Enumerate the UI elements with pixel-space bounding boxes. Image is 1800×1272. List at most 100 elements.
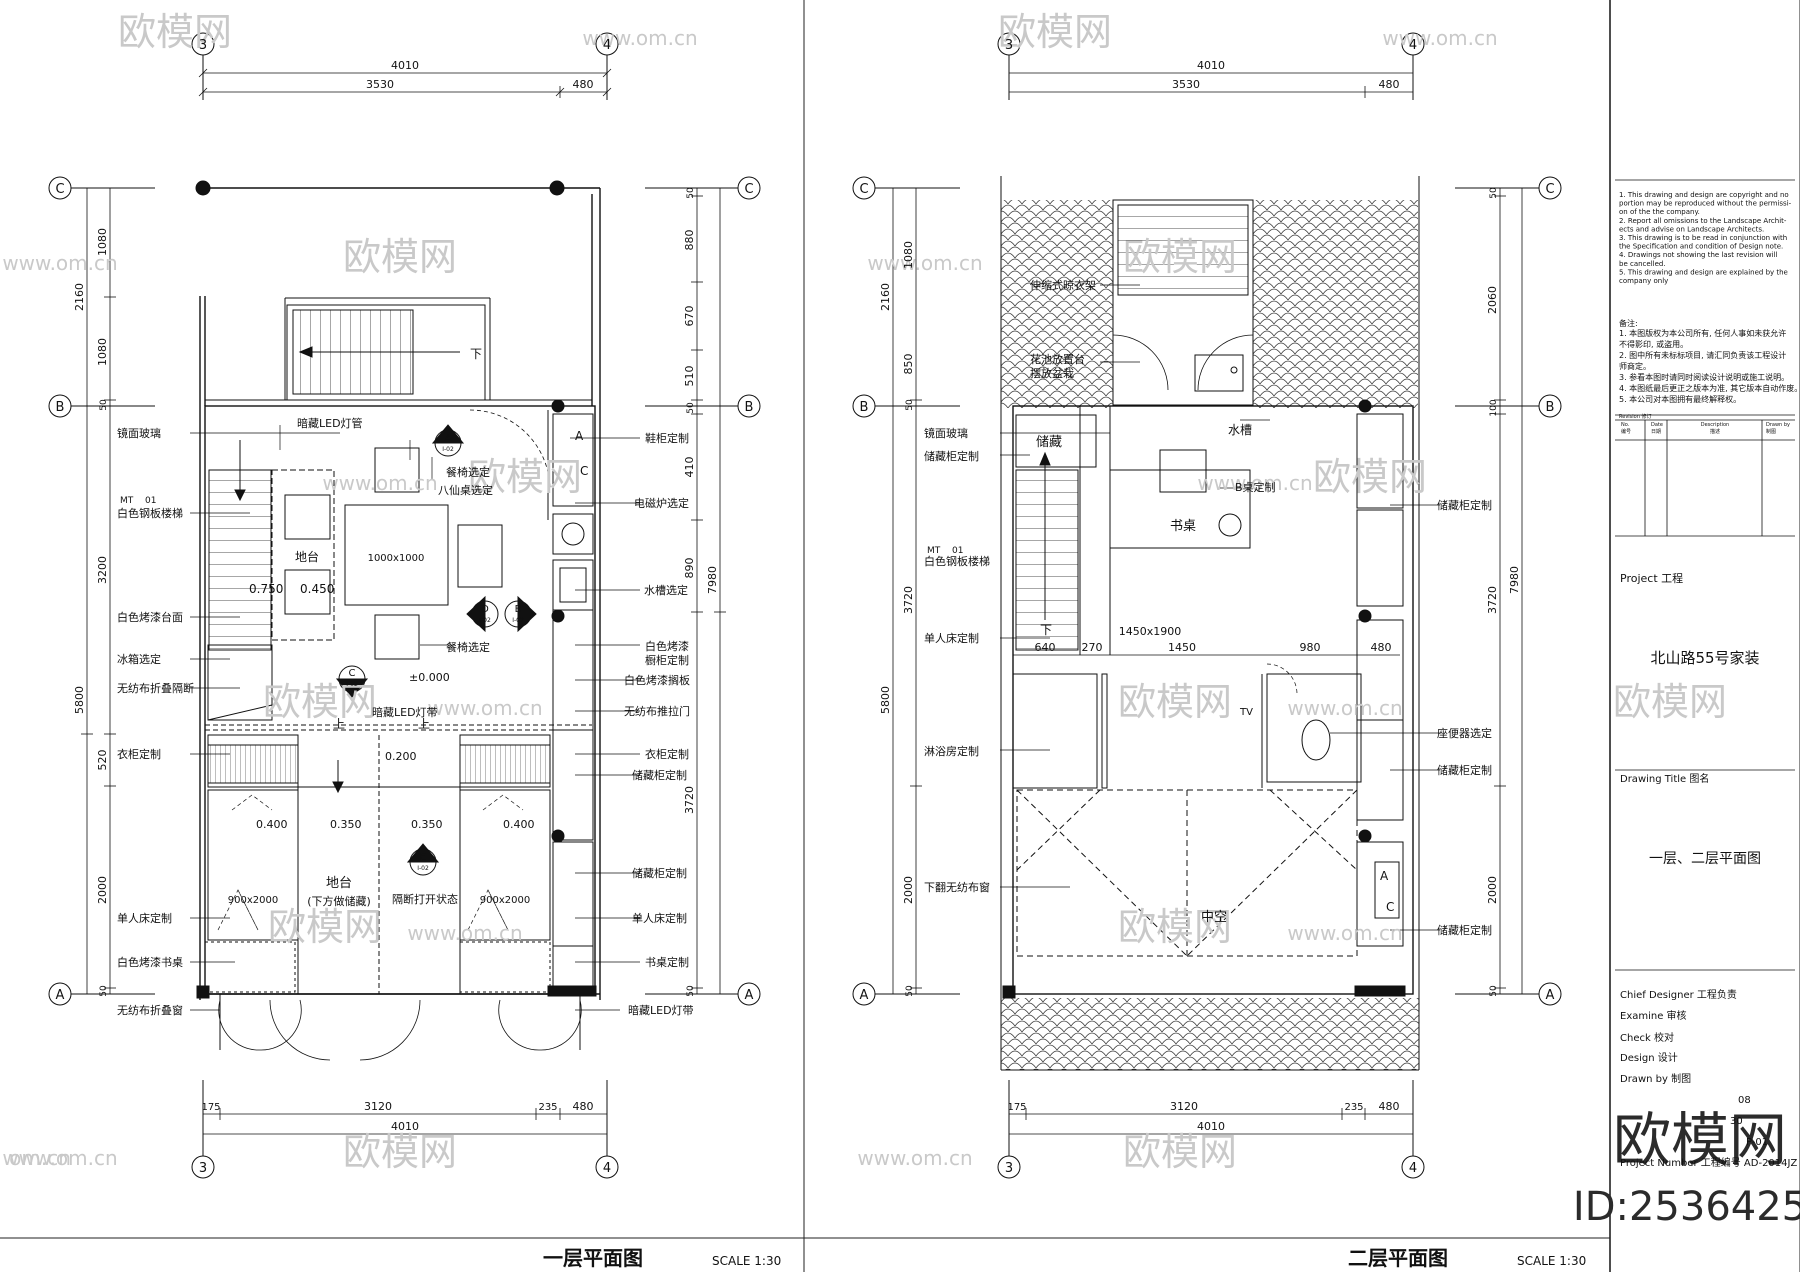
dim: 235 xyxy=(538,1102,557,1113)
plan2-dims-bot_b: 3120 xyxy=(1170,1100,1198,1113)
plan1-labels-chair2: 餐椅选定 xyxy=(446,640,490,654)
watermark-brand: 欧模网 xyxy=(343,1130,457,1174)
plan1-title: 一层平面图 xyxy=(543,1246,643,1270)
note-en-line: 3. This drawing is to be read in conjunc… xyxy=(1619,234,1787,242)
leaders-2 xyxy=(1000,284,1440,931)
plan1-labels-tag_sub: I-02 xyxy=(417,865,429,872)
plan1-labels-slide_door: 无纺布推拉门 xyxy=(624,704,690,718)
plan2-labels-planter2: 摆放盆栽 xyxy=(1030,366,1074,380)
plan1-labels-mt_num: 01 xyxy=(145,496,156,506)
plan2-labels-desk: 书桌 xyxy=(1170,519,1196,534)
note-cn-line: 3. 参看本图时请同时阅读设计说明或施工说明。 xyxy=(1619,372,1789,382)
note-cn-line: 师商定。 xyxy=(1619,361,1651,371)
watermark-url: www.om.cn xyxy=(322,471,437,495)
plan2-labels-down: 下 xyxy=(1040,623,1052,637)
titleblock-rev_date: Date xyxy=(1651,422,1663,428)
plan2-labels-cab_a: A xyxy=(1380,869,1389,883)
watermark-brand: 欧模网 xyxy=(1123,1130,1237,1174)
plan-first-floor xyxy=(48,32,761,1179)
walls xyxy=(199,187,601,1000)
dim: 3530 xyxy=(366,78,394,91)
plan1-labels-partition_open: 隔断打开状态 xyxy=(392,892,458,906)
plan2-labels-storage_cab: 储藏柜定制 xyxy=(924,449,979,463)
titleblock-drawing_title_label: Drawing Title 图名 xyxy=(1620,772,1709,785)
watermark-id: ID:2536425 xyxy=(1573,1184,1800,1230)
plan1-labels-cab1: 白色烤漆 xyxy=(645,639,689,653)
watermark-url: www.om.cn xyxy=(867,251,982,275)
dims-top xyxy=(198,68,612,98)
titleblock-rev_drawn_cn: 制图 xyxy=(1766,428,1776,435)
note-en-line: 1. This drawing and design are copyright… xyxy=(1619,191,1789,199)
dim: 1080 xyxy=(96,338,109,366)
plan1-labels-platform: 地台 xyxy=(295,549,319,564)
plan2-labels-storage_r1: 储藏柜定制 xyxy=(1437,498,1492,512)
plan2-labels-shower: 淋浴房定制 xyxy=(924,744,979,758)
plan1-labels-table: 八仙桌选定 xyxy=(438,483,493,497)
plan1-labels-tag_c: C xyxy=(349,668,356,679)
plan2-dims-left_2160: 2160 xyxy=(879,283,892,311)
note-cn-line: 4. 本图纸最后更正之版本为准, 其它版本自动作废。 xyxy=(1619,383,1800,393)
note-en-line: the Specification and condition of Desig… xyxy=(1619,243,1783,251)
plan1-labels-desk_r: 书桌定制 xyxy=(645,955,689,969)
watermark-url: www.om.cn xyxy=(857,1146,972,1170)
dim: 50 xyxy=(686,985,696,997)
dim: 2000 xyxy=(96,876,109,904)
plan1-labels-single_bed_l: 单人床定制 xyxy=(117,911,172,925)
grid-label: B xyxy=(56,400,65,415)
plan2-dims-bot_a: 175 xyxy=(1007,1102,1026,1113)
watermark-brand: 欧模网 xyxy=(268,905,382,949)
grid-label: C xyxy=(55,182,64,197)
plan2-dims-left_2000: 2000 xyxy=(902,876,915,904)
plan-second-floor xyxy=(852,32,1562,1179)
watermark-url: www.om.cn xyxy=(582,26,697,50)
plan1-labels-single_bed_r: 单人床定制 xyxy=(632,911,687,925)
plan1-labels-led1: 暗藏LED灯管 xyxy=(297,416,363,430)
titleblock-examine: Examine 审核 xyxy=(1620,1009,1687,1022)
plan2-dims-mid_480: 480 xyxy=(1371,641,1392,654)
dim: 7980 xyxy=(706,566,719,594)
dim: 670 xyxy=(683,306,696,327)
plan2-dims-right_2000: 2000 xyxy=(1486,876,1499,904)
plan1-labels-cab_a: A xyxy=(575,429,584,443)
dim: 2160 xyxy=(73,283,86,311)
watermark-brand: 欧模网 xyxy=(1613,680,1727,724)
plan1-labels-led2: 暗藏LED灯带 xyxy=(372,705,438,719)
plan2-labels-clothes_rack: 伸缩式晾衣架 xyxy=(1030,278,1096,292)
plan2-dims-top_total: 4010 xyxy=(1197,59,1225,72)
plan1-labels-fold_partition: 无纺布折叠隔断 xyxy=(117,681,194,695)
plan1-labels-tag_e: E xyxy=(420,852,426,863)
plan2-dims-mid_980: 980 xyxy=(1300,641,1321,654)
watermark-layer: 欧模网欧模网欧模网欧模网欧模网欧模网欧模网欧模网欧模网欧模网欧模网欧模网欧模网w… xyxy=(2,10,1800,1230)
dims-right xyxy=(691,188,726,994)
grid-label: A xyxy=(860,988,869,1003)
plan1-labels-led3: 暗藏LED灯带 xyxy=(628,1003,694,1017)
plan2-labels-storage_room: 储藏 xyxy=(1036,435,1062,450)
grid-label: 4 xyxy=(603,1161,611,1176)
dim: 50 xyxy=(686,402,696,414)
plan1-labels-cab2: 橱柜定制 xyxy=(645,653,689,667)
dim: 50 xyxy=(99,399,109,411)
plan1-labels-bed1: 900x2000 xyxy=(228,895,278,906)
grid-bubbles xyxy=(48,32,761,1179)
plan2-labels-tv: TV xyxy=(1239,707,1253,718)
watermark-url: www.om.cn xyxy=(1382,26,1497,50)
plan1-labels-shoe: 鞋柜定制 xyxy=(645,431,689,445)
grid-label: 3 xyxy=(199,38,207,53)
plan2-dims-right_7980: 7980 xyxy=(1508,566,1521,594)
plan2-labels-mt_num: 01 xyxy=(952,546,963,556)
titleblock-design: Design 设计 xyxy=(1620,1051,1678,1064)
plan2-dims-left_5800: 5800 xyxy=(879,686,892,714)
plan2-labels-planter1: 花池放置台 xyxy=(1030,352,1085,366)
dim: 520 xyxy=(96,750,109,771)
titleblock-rev_no: No. xyxy=(1621,422,1630,428)
note-en-line: ects and advise on Landscape Architects. xyxy=(1619,225,1764,233)
plan2-dims-right_50a: 50 xyxy=(1489,187,1499,199)
plan2-dims-mid_270: 270 xyxy=(1082,641,1103,654)
plan1-labels-tag_b: B xyxy=(515,604,522,615)
watermark-brand: 欧模网 xyxy=(263,680,377,724)
note-cn-line: 1. 本图版权为本公司所有, 任何人事如未获允许 xyxy=(1619,328,1786,338)
plan1-labels-table_size: 1000x1000 xyxy=(368,553,425,564)
titleblock-rev_desc: Description xyxy=(1701,422,1729,428)
dim: 480 xyxy=(573,1100,594,1113)
titleblock-chief: Chief Designer 工程负责 xyxy=(1620,988,1737,1001)
